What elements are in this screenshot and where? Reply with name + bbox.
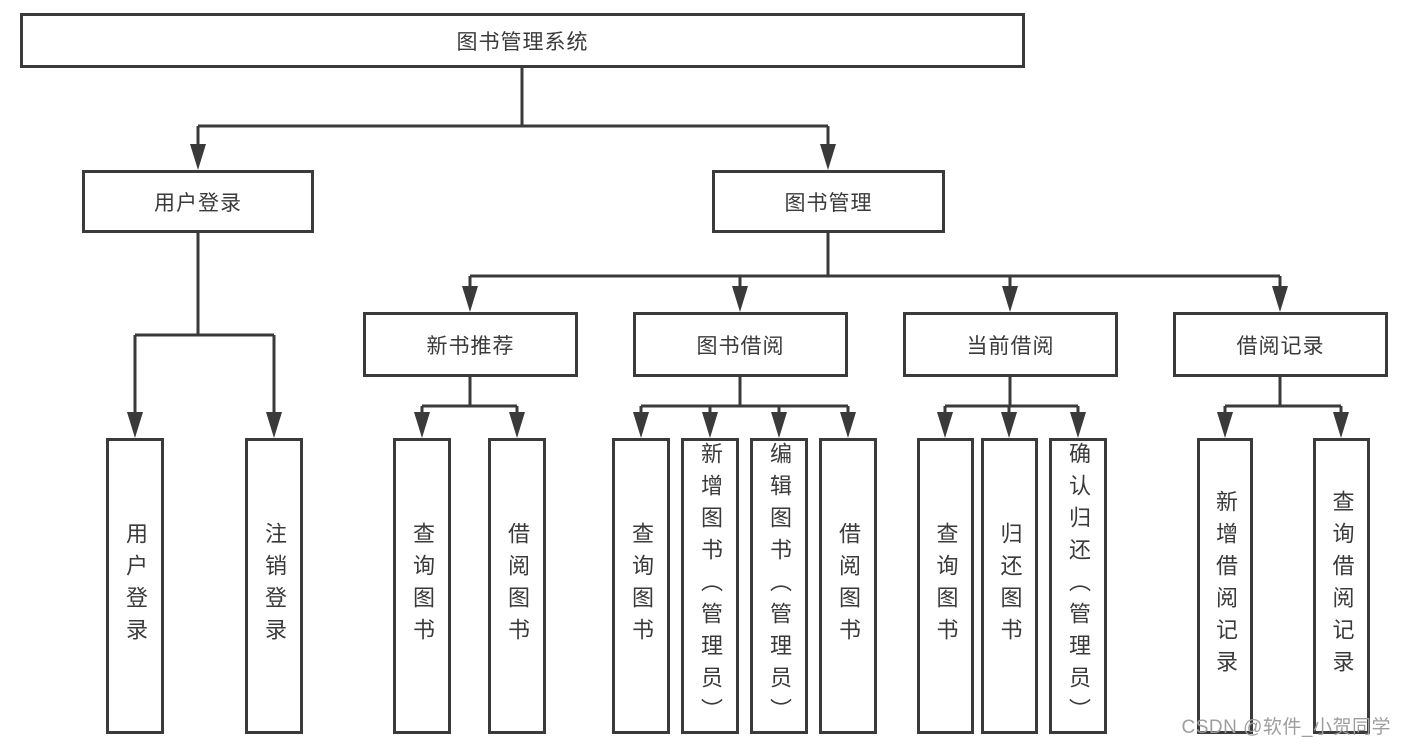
connector-book-borrow-children bbox=[639, 377, 850, 414]
node-new-book-recommend: 新书推荐 bbox=[363, 312, 578, 377]
node-book-borrow-label: 图书借阅 bbox=[696, 334, 785, 358]
node-book-borrow: 图书借阅 bbox=[633, 312, 848, 377]
leaf-borrow-books: 借阅图书 bbox=[819, 438, 877, 734]
leaf-borrow-books-recommend-label: 借阅图书 bbox=[505, 522, 530, 650]
node-user-login-label: 用户登录 bbox=[154, 191, 242, 215]
csdn-watermark: CSDN @软件_小贺同学 bbox=[1181, 717, 1391, 738]
node-borrow-records-label: 借阅记录 bbox=[1236, 334, 1325, 358]
leaf-logout: 注销登录 bbox=[245, 438, 303, 734]
leaf-add-borrow-record-label: 新增借阅记录 bbox=[1213, 490, 1238, 682]
connector-current-borrow-children bbox=[943, 377, 1080, 414]
node-current-borrow-label: 当前借阅 bbox=[966, 334, 1055, 358]
leaf-query-books-current: 查询图书 bbox=[917, 438, 974, 734]
leaf-edit-books-admin-label: 编辑图书（管理员） bbox=[767, 442, 792, 730]
leaf-user-login-label: 用户登录 bbox=[123, 522, 148, 650]
connector-borrow-records-children bbox=[1223, 377, 1343, 414]
connector-new-books-children bbox=[420, 377, 519, 414]
leaf-confirm-return-admin: 确认归还（管理员） bbox=[1049, 438, 1107, 734]
leaf-query-books-current-label: 查询图书 bbox=[933, 522, 959, 650]
node-new-book-recommend-label: 新书推荐 bbox=[426, 334, 515, 358]
leaf-query-books-recommend-label: 查询图书 bbox=[410, 522, 435, 650]
arrowheads-level3 bbox=[462, 286, 1288, 312]
leaf-logout-label: 注销登录 bbox=[262, 522, 287, 650]
node-borrow-records: 借阅记录 bbox=[1173, 312, 1388, 377]
leaf-borrow-books-recommend: 借阅图书 bbox=[488, 438, 546, 734]
leaf-add-books-admin: 新增图书（管理员） bbox=[681, 438, 739, 734]
arrowheads-book-borrow-children bbox=[633, 412, 856, 438]
node-root-label: 图书管理系统 bbox=[456, 30, 589, 54]
node-book-management: 图书管理 bbox=[712, 170, 945, 233]
leaf-borrow-books-label: 借阅图书 bbox=[836, 522, 861, 650]
leaf-query-books-borrow: 查询图书 bbox=[612, 438, 670, 734]
arrowheads-user-login-children bbox=[127, 412, 282, 438]
connector-book-management-level3 bbox=[468, 233, 1282, 288]
leaf-add-borrow-record: 新增借阅记录 bbox=[1197, 438, 1253, 734]
node-current-borrow: 当前借阅 bbox=[903, 312, 1118, 377]
node-user-login: 用户登录 bbox=[82, 170, 314, 233]
leaf-add-books-admin-label: 新增图书（管理员） bbox=[698, 442, 723, 730]
leaf-return-books-label: 归还图书 bbox=[997, 522, 1023, 650]
leaf-query-borrow-record-label: 查询借阅记录 bbox=[1329, 490, 1355, 682]
node-root-system: 图书管理系统 bbox=[20, 13, 1025, 68]
arrowheads-borrow-records-children bbox=[1217, 412, 1349, 438]
arrowheads-current-borrow-children bbox=[937, 412, 1086, 438]
leaf-query-books-recommend: 查询图书 bbox=[393, 438, 451, 734]
leaf-edit-books-admin: 编辑图书（管理员） bbox=[750, 438, 808, 734]
leaf-query-books-borrow-label: 查询图书 bbox=[629, 522, 654, 650]
arrowheads-new-books-children bbox=[414, 412, 525, 438]
leaf-return-books: 归还图书 bbox=[981, 438, 1038, 734]
leaf-confirm-return-admin-label: 确认归还（管理员） bbox=[1066, 442, 1091, 730]
arrowheads-level2 bbox=[190, 144, 836, 170]
leaf-user-login: 用户登录 bbox=[106, 438, 164, 734]
leaf-query-borrow-record: 查询借阅记录 bbox=[1313, 438, 1370, 734]
connector-root-to-level2 bbox=[196, 68, 830, 146]
connector-user-login-children bbox=[133, 233, 276, 414]
node-book-management-label: 图书管理 bbox=[784, 191, 873, 215]
